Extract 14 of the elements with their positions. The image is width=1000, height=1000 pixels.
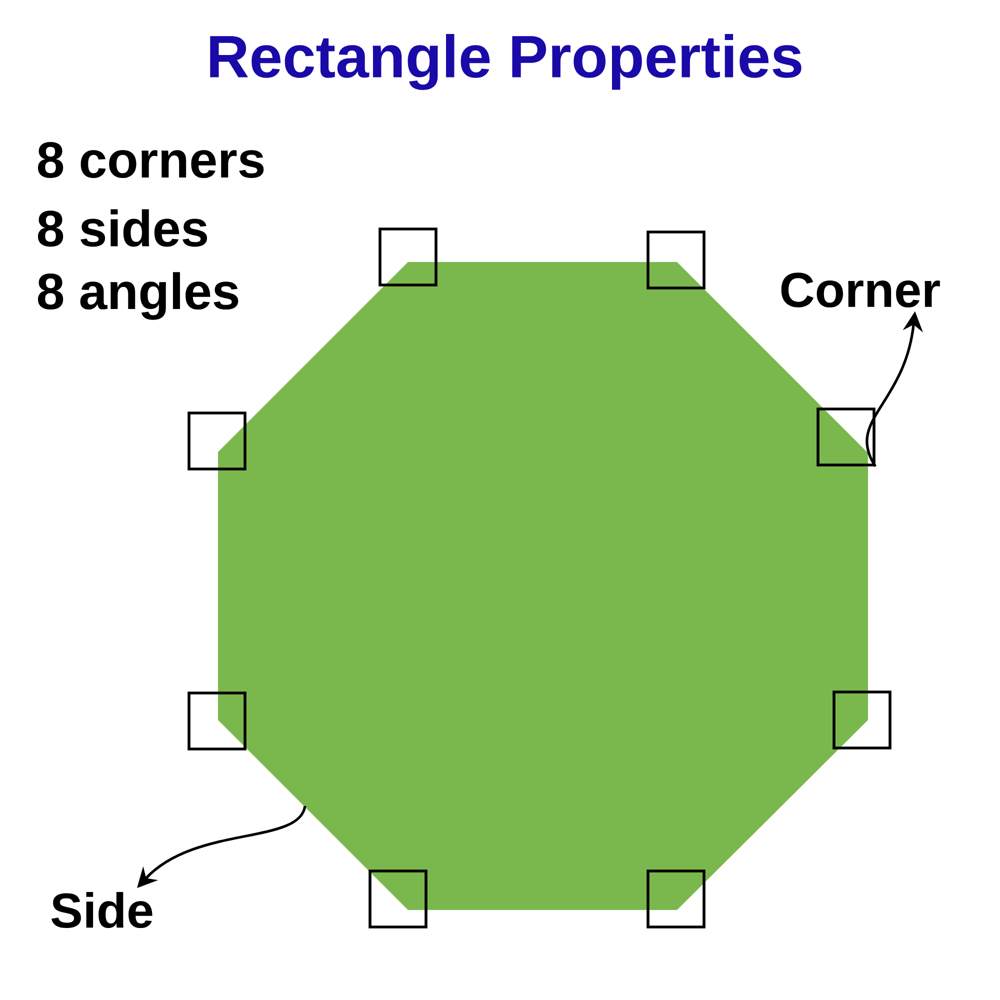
corner-square: [646, 230, 706, 290]
title: Rectangle Properties: [210, 34, 802, 90]
corner-square: [368, 870, 428, 928]
property-text: 8 angles: [38, 272, 238, 320]
property-text: 8 corners: [38, 142, 264, 178]
corner-square: [188, 412, 246, 470]
corner-square: [646, 870, 706, 928]
corner-square: [832, 690, 892, 750]
property-text: 8 sides: [38, 209, 208, 247]
corner-square: [378, 228, 438, 286]
callout-label: Corner: [781, 272, 940, 308]
corner-square: [816, 408, 876, 466]
callout-label: Side: [51, 892, 152, 928]
corner-square: [188, 692, 246, 750]
